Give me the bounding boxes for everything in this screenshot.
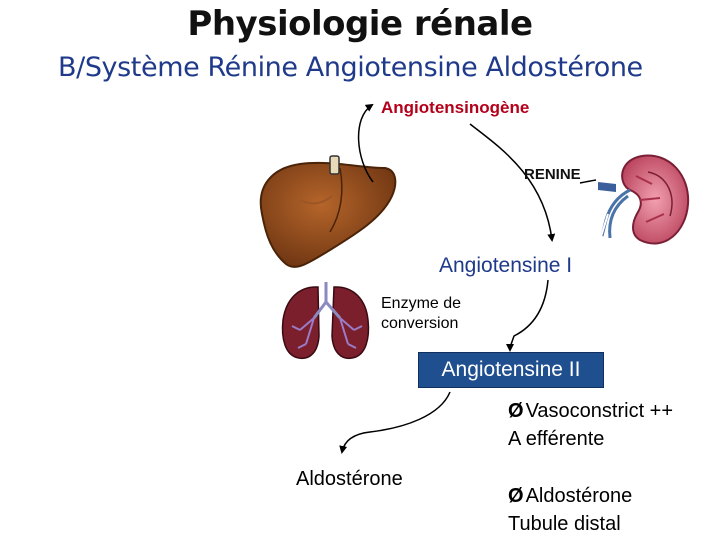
label-enzyme-de-conversion: Enzyme de conversion [381,294,501,334]
arrow-liver-to-angiotensinogene [357,103,374,183]
label-angiotensine-i: Angiotensine I [439,254,573,277]
liver-illustration [259,155,397,268]
enzyme-line-1: Enzyme de [381,295,462,312]
bullet-arrow-icon: Ø [508,400,524,422]
label-renine: RENINE [524,166,581,183]
arrow-angiotensinogene-to-angiotensine-i [469,123,556,242]
lungs-illustration [281,282,370,360]
vaso-line-1: Vasoconstrict ++ [525,400,674,422]
arrow-angiotensine-i-to-ii [506,279,549,352]
arrow-kidney-to-renine [579,179,597,184]
arrow-to-aldosterone [339,391,451,454]
label-angiotensine-ii: Angiotensine II [418,352,604,388]
enzyme-line-2: conversion [381,315,459,332]
page-title: Physiologie rénale [187,4,533,44]
angiotensine-ii-text: Angiotensine II [441,358,581,381]
kidney-illustration [598,154,690,245]
bullet-arrow-icon: Ø [508,485,524,507]
aldo-line-2: Tubule distal [508,513,621,535]
label-angiotensinogene: Angiotensinogène [381,98,530,117]
vaso-line-2: A efférente [508,428,605,450]
page-subtitle: B/Système Rénine Angiotensine Aldostéron… [58,52,643,83]
label-aldosterone: Aldostérone [296,468,403,490]
aldo-line-1: Aldostérone [525,485,633,507]
